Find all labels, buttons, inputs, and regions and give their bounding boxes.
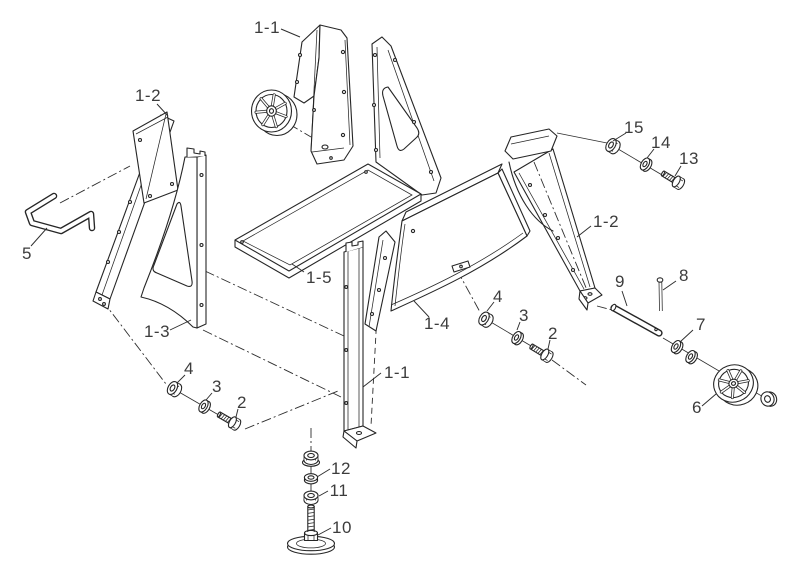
assembly-guide-lines <box>59 123 613 505</box>
callout-nut-center: 4 <box>493 287 503 306</box>
callout-bolt-left: 2 <box>237 393 247 412</box>
callout-leader-lines <box>30 28 717 536</box>
transport-wheel-top <box>250 89 298 137</box>
fastener-chain-center <box>476 309 556 365</box>
callout-axle-rod: 9 <box>615 272 625 291</box>
callout-axle-washers: 7 <box>696 315 706 334</box>
callout-washer-right: 14 <box>651 133 671 152</box>
callout-curved-panel: 1-4 <box>424 314 450 333</box>
left-leg-part <box>140 147 207 329</box>
fastener-chain-left <box>164 379 243 432</box>
handle-part <box>24 192 96 235</box>
right-leg-part <box>504 128 603 311</box>
callout-nut-left: 4 <box>184 359 194 378</box>
wheel-assembly-right <box>610 277 778 407</box>
callout-handle: 5 <box>22 244 32 263</box>
fastener-chain-right <box>556 132 687 192</box>
callout-left-leg: 1-3 <box>144 322 170 341</box>
callout-nut-bottom: 11 <box>330 481 349 500</box>
callout-left-brace: 1-2 <box>135 86 161 105</box>
callout-leveling-foot: 10 <box>332 518 352 537</box>
callout-washer-left: 3 <box>212 377 222 396</box>
callout-flange-nut-right: 15 <box>624 118 644 137</box>
callout-tabletop: 1-5 <box>306 268 332 287</box>
curved-panel-part <box>390 163 531 312</box>
callout-center-leg: 1-1 <box>384 363 410 382</box>
left-brace-part <box>92 111 179 310</box>
callout-wheel: 6 <box>692 398 702 417</box>
callout-washer-bottom: 12 <box>331 459 351 478</box>
callout-washer-center: 3 <box>519 306 529 325</box>
callout-bolt-center: 2 <box>548 324 558 343</box>
leveling-foot-stack <box>286 450 336 555</box>
top-right-panel-part <box>371 36 442 196</box>
callout-labels: 1-1 1-2 5 1-3 1-5 1-1 1-4 1-2 15 14 13 9… <box>22 18 706 537</box>
center-leg-part <box>342 230 396 449</box>
callout-cotter-pin: 8 <box>679 266 689 285</box>
callout-right-leg: 1-2 <box>593 212 619 231</box>
callout-top-leg-panel: 1-1 <box>254 18 280 37</box>
callout-bolt-right: 13 <box>679 149 699 168</box>
tabletop-part <box>234 163 422 279</box>
top-leg-panel-part <box>293 24 354 165</box>
